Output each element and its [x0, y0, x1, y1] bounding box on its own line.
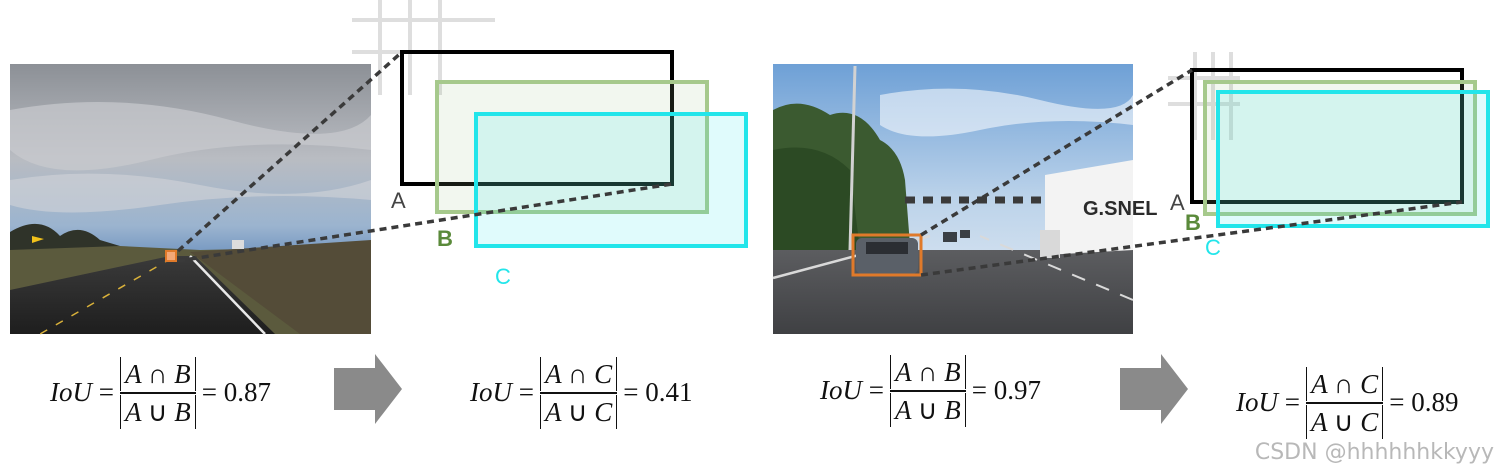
example2-target-box: [851, 233, 923, 277]
formula-value: 0.89: [1411, 387, 1459, 418]
formula-lhs: IoU: [470, 377, 512, 408]
formula-lhs: IoU: [820, 375, 862, 406]
box-a: [400, 50, 674, 186]
example1-photo: [10, 64, 371, 335]
truck-text: G.SNEL: [1083, 198, 1157, 220]
box-a: [1190, 68, 1464, 204]
label-c: C: [495, 264, 511, 289]
formula-value: 0.97: [993, 375, 1041, 406]
label-b: B: [437, 226, 453, 251]
arrow-right-icon: [334, 354, 402, 424]
box-c: [1216, 90, 1490, 228]
example2-formula-ac: IoU = A ∩ C A ∪ C = 0.89: [1236, 367, 1459, 439]
label-b: B: [1185, 210, 1201, 235]
example1-target-box: [165, 250, 177, 262]
watermark: CSDN @hhhhhhkkyyy: [1254, 440, 1494, 465]
example1-formula-ab: IoU = A ∩ B A ∪ B = 0.87: [50, 357, 271, 429]
label-c: C: [1205, 235, 1221, 260]
label-a: A: [391, 188, 406, 213]
formula-value: 0.87: [223, 377, 271, 408]
example2-boxes: A B C: [920, 52, 1490, 277]
example2-photo: G.SNEL: [772, 64, 1157, 334]
box-b: [435, 80, 709, 214]
box-c: [474, 112, 748, 248]
formula-lhs: IoU: [1236, 387, 1278, 418]
label-a: A: [1170, 190, 1185, 215]
example1-formula-ac: IoU = A ∩ C A ∪ C = 0.41: [470, 357, 693, 429]
arrow-right-icon: [1120, 354, 1188, 424]
formula-lhs: IoU: [50, 377, 92, 408]
example1-boxes: A B C: [176, 0, 748, 289]
box-b: [1203, 80, 1477, 216]
formula-value: 0.41: [645, 377, 693, 408]
example2-formula-ab: IoU = A ∩ B A ∪ B = 0.97: [820, 355, 1041, 427]
